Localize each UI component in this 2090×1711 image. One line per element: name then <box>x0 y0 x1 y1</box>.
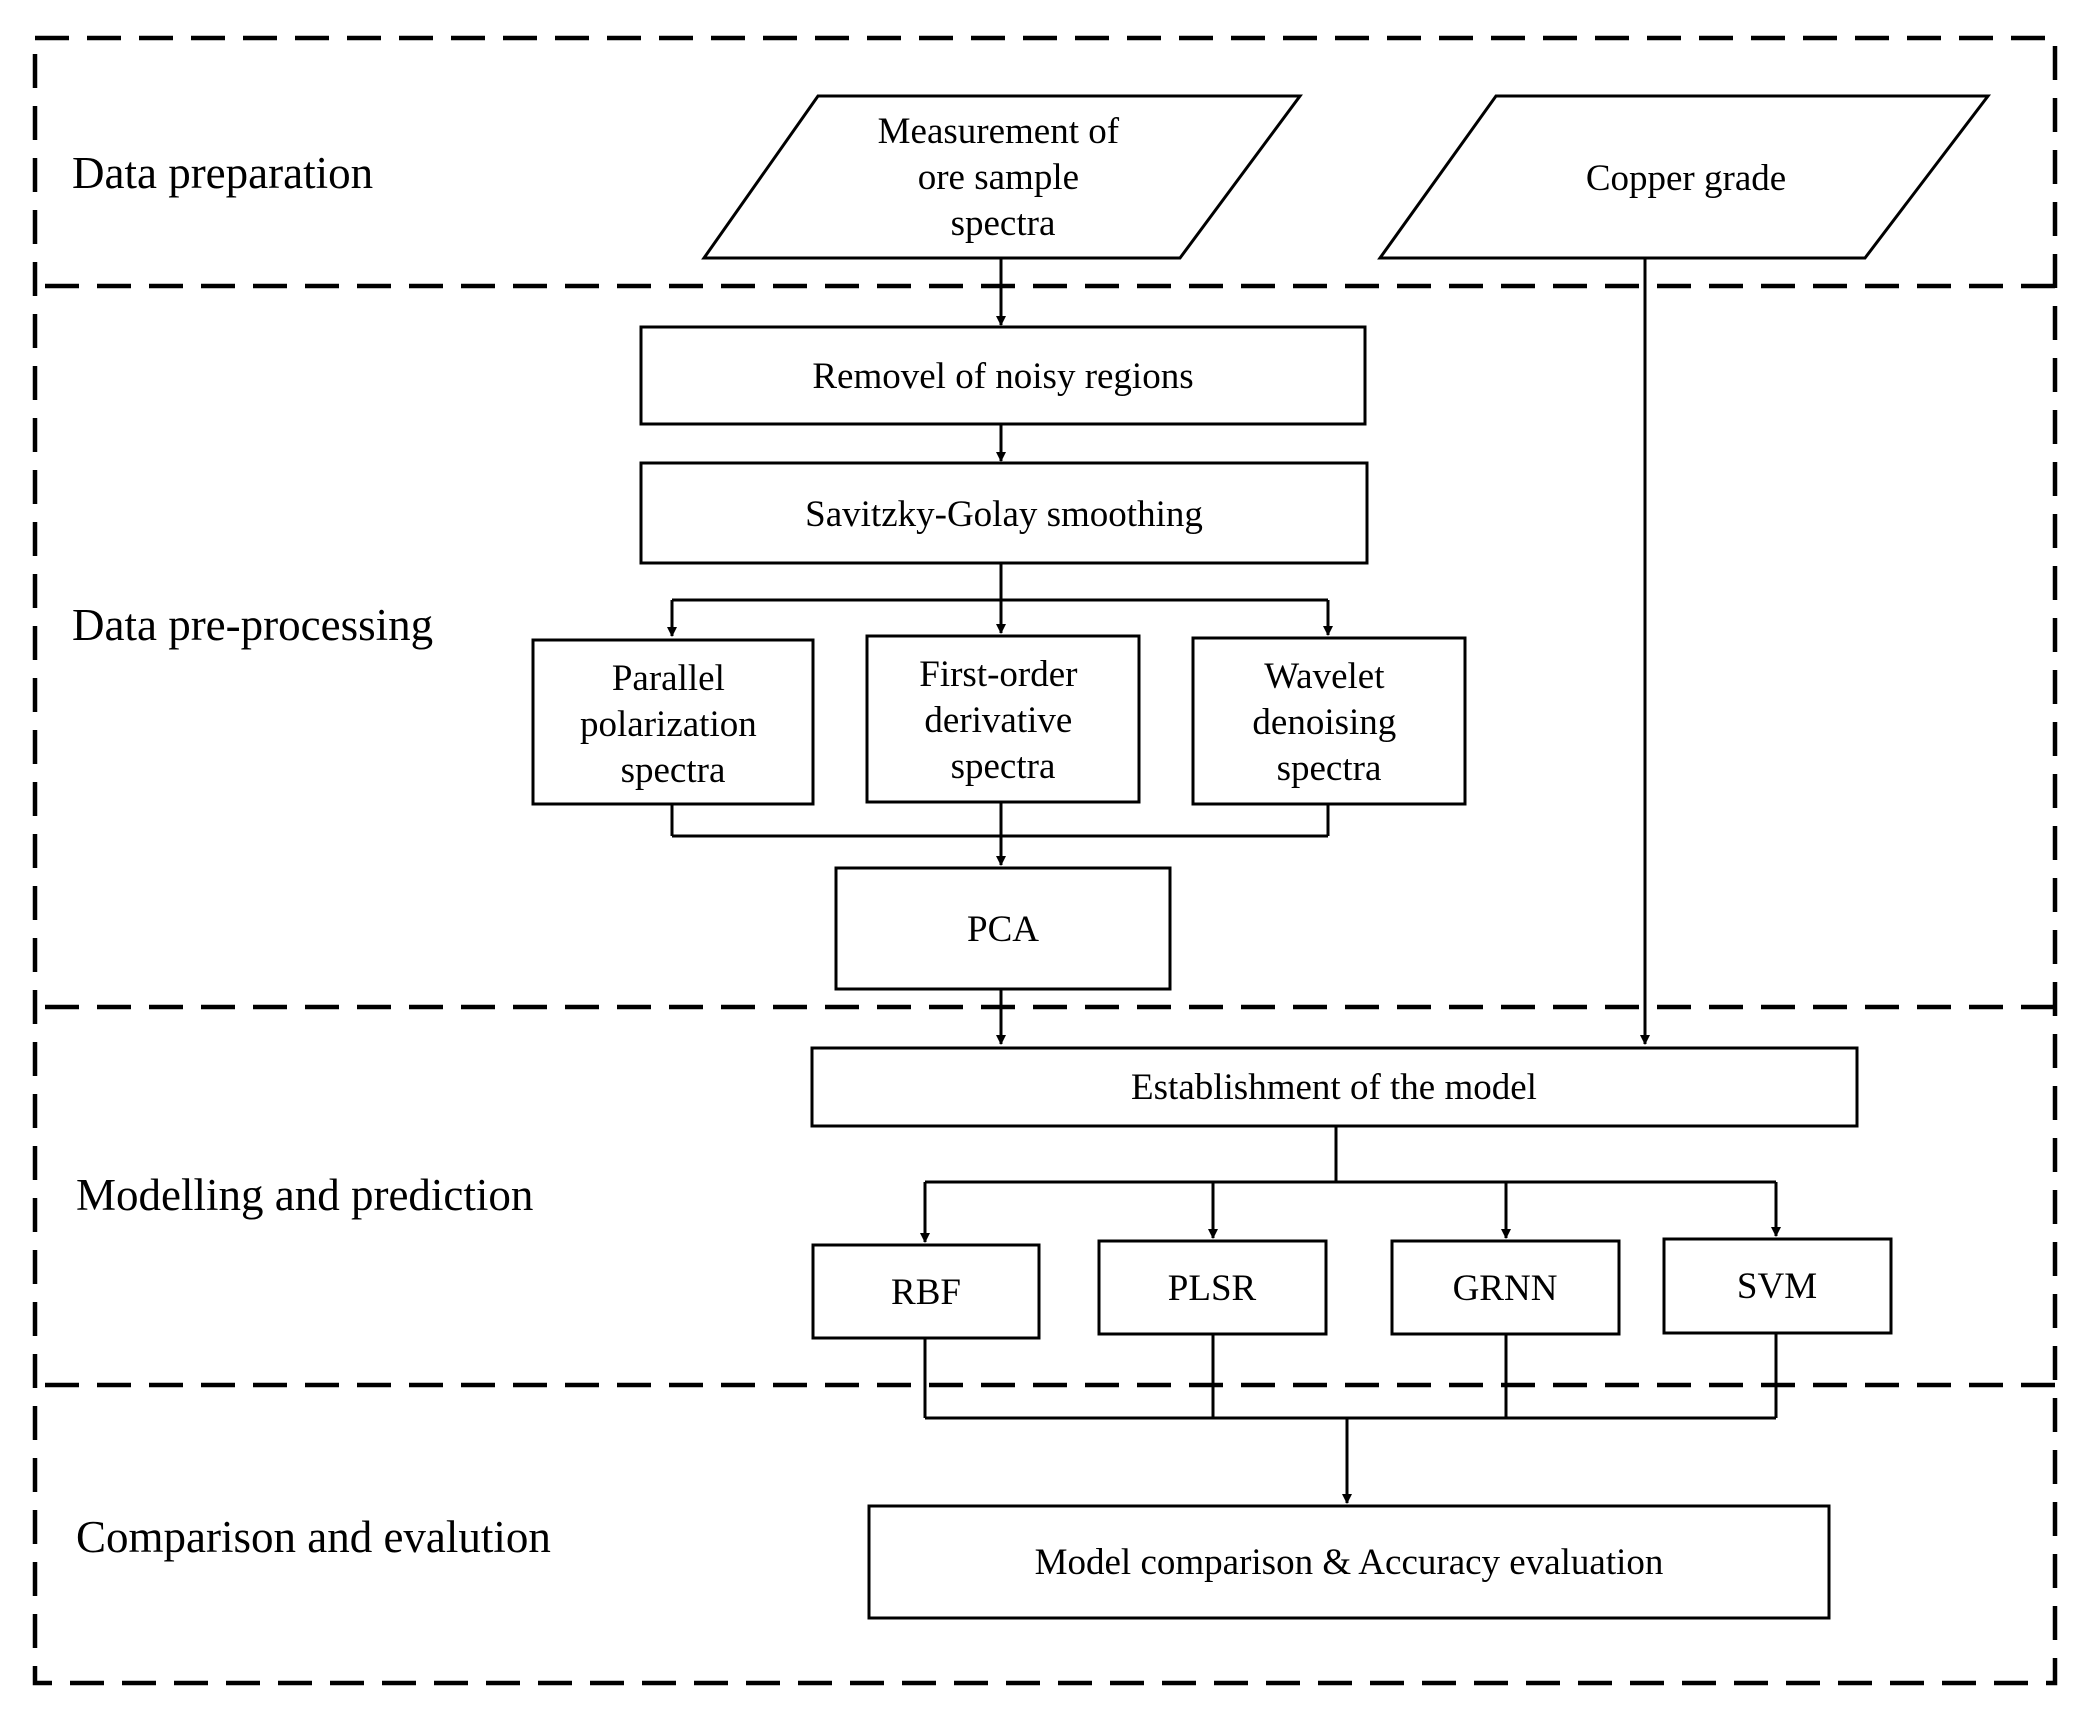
node-measurement <box>701 94 1303 260</box>
label-copper-grade: Copper grade <box>1586 158 1786 199</box>
label-model-comparison: Model comparison & Accuracy evaluation <box>1035 1542 1664 1583</box>
stage-label-evaluation: Comparison and evalution <box>76 1512 551 1562</box>
label-svm: SVM <box>1737 1266 1817 1307</box>
label-grnn: GRNN <box>1453 1268 1558 1309</box>
node-svm <box>1662 1237 1893 1335</box>
label-remove-noise: Removel of noisy regions <box>812 356 1193 397</box>
node-copper-grade <box>1377 94 1992 260</box>
label-first-order-derivative: First-order derivative spectra <box>919 654 1087 787</box>
label-rbf: RBF <box>891 1272 961 1313</box>
label-measurement: Measurement of ore sample spectra <box>878 111 1129 244</box>
label-wavelet-denoising: Wavelet denoising spectra <box>1252 656 1405 789</box>
node-pca <box>834 866 1172 991</box>
node-model-comparison <box>867 1504 1831 1620</box>
node-rbf <box>811 1243 1041 1340</box>
node-remove-noise <box>639 325 1367 426</box>
stage-label-preprocessing: Data pre-processing <box>72 600 433 650</box>
node-plsr <box>1097 1239 1328 1336</box>
stage-frames <box>32 35 2058 1686</box>
label-pca: PCA <box>967 909 1039 950</box>
connectors <box>667 258 1781 1504</box>
node-wavelet-denoising <box>1191 636 1467 806</box>
label-parallel-polarization: Parallel polarization spectra <box>580 658 766 791</box>
label-plsr: PLSR <box>1168 1268 1257 1309</box>
stage-label-modelling: Modelling and prediction <box>76 1170 533 1220</box>
node-establishment-of-model <box>810 1046 1859 1128</box>
label-sg-smoothing: Savitzky-Golay smoothing <box>805 494 1203 535</box>
node-grnn <box>1390 1239 1621 1336</box>
label-establishment-of-model: Establishment of the model <box>1131 1067 1537 1108</box>
node-parallel-polarization <box>531 638 815 806</box>
outer-dashed-frame <box>32 35 2058 1686</box>
node-sg-smoothing <box>639 461 1369 565</box>
node-first-order-derivative <box>865 634 1141 804</box>
stage-label-preparation: Data preparation <box>72 148 373 198</box>
